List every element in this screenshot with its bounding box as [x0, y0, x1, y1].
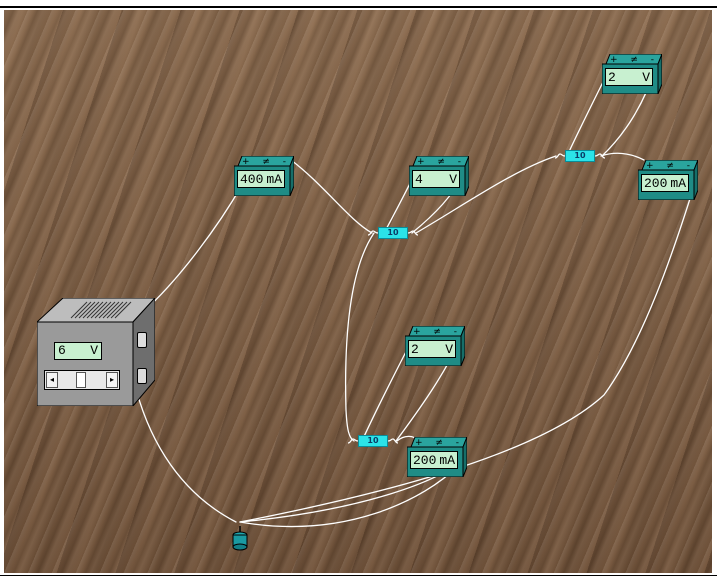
terminal-minus-jack[interactable]: [137, 368, 147, 384]
power-supply-body: [37, 298, 155, 406]
resistor-lead-right: [388, 438, 398, 444]
dc-symbol: ≠: [630, 55, 638, 65]
resistor-2[interactable]: 10: [555, 150, 607, 162]
meter-terminals: + ≠ -: [413, 327, 457, 337]
power-supply[interactable]: 6 V ◂ ▸: [37, 298, 155, 406]
meter-display: 2 V: [605, 68, 653, 86]
meter-unit: V: [642, 70, 650, 85]
meter-terminals: + ≠ -: [242, 157, 286, 167]
bottom-rule: [0, 575, 717, 576]
terminal-minus[interactable]: -: [282, 157, 286, 167]
meter-unit: V: [445, 342, 453, 357]
ammeter-bottom[interactable]: + ≠ - 200 mA: [407, 437, 467, 477]
resistor-body: 10: [358, 435, 388, 447]
meter-value: 400: [240, 172, 264, 187]
meter-terminals: + ≠ -: [646, 161, 690, 171]
meter-value: 200: [644, 176, 668, 191]
meter-terminals: + ≠ -: [610, 55, 654, 65]
resistor-lead-right: [595, 153, 605, 159]
resistor-lead-left: [348, 438, 358, 444]
terminal-minus[interactable]: -: [686, 161, 690, 171]
slider-right-arrow-icon[interactable]: ▸: [106, 372, 118, 388]
meter-display: 200 mA: [641, 174, 689, 192]
dc-symbol: ≠: [437, 157, 445, 167]
meter-display: 200 mA: [410, 451, 458, 469]
wire-ammeter-bottom-to-ground: [239, 464, 460, 528]
wires: [131, 65, 695, 528]
terminal-plus[interactable]: +: [610, 55, 618, 65]
circuit-workbench[interactable]: + ≠ - 400 mA + ≠ - 4 V +: [4, 10, 712, 573]
voltmeter-r1[interactable]: + ≠ - 4 V: [409, 156, 469, 196]
terminal-plus[interactable]: +: [413, 327, 421, 337]
wire-ammeter-to-r1: [290, 159, 373, 234]
dc-symbol: ≠: [435, 438, 443, 448]
wire-ammeter-right-to-ground: [239, 185, 695, 523]
resistor-body: 10: [378, 227, 408, 239]
meter-display: 400 mA: [237, 170, 285, 188]
wire-psu-to-ammeter: [141, 184, 243, 314]
voltage-slider[interactable]: ◂ ▸: [44, 370, 120, 390]
terminal-minus[interactable]: -: [455, 438, 459, 448]
meter-unit: mA: [266, 172, 282, 187]
terminal-minus[interactable]: -: [453, 327, 457, 337]
resistor-lead-left: [555, 153, 565, 159]
meter-display: 2 V: [408, 340, 456, 358]
meter-display: 4 V: [412, 170, 460, 188]
meter-terminals: + ≠ -: [417, 157, 461, 167]
terminal-minus[interactable]: -: [650, 55, 654, 65]
ammeter-top[interactable]: + ≠ - 400 mA: [234, 156, 294, 196]
dc-symbol: ≠: [262, 157, 270, 167]
terminal-plus[interactable]: +: [646, 161, 654, 171]
wire-r2-to-ammeter: [600, 152, 645, 161]
meter-value: 2: [608, 70, 616, 85]
resistor-lead-left: [368, 230, 378, 236]
meter-terminals: + ≠ -: [415, 438, 459, 448]
resistor-1[interactable]: 10: [368, 227, 420, 239]
slider-thumb[interactable]: [76, 372, 86, 388]
terminal-plus[interactable]: +: [415, 438, 423, 448]
ammeter-right[interactable]: + ≠ - 200 mA: [638, 160, 698, 200]
meter-value: 4: [415, 172, 423, 187]
resistor-lead-right: [408, 230, 418, 236]
resistor-body: 10: [565, 150, 595, 162]
dc-symbol: ≠: [433, 327, 441, 337]
ground-node-icon[interactable]: [229, 526, 251, 552]
meter-unit: mA: [670, 176, 686, 191]
psu-voltage-unit: V: [90, 343, 98, 358]
meter-unit: V: [449, 172, 457, 187]
resistor-3[interactable]: 10: [348, 435, 400, 447]
psu-display: 6 V: [54, 342, 102, 360]
meter-unit: mA: [439, 453, 455, 468]
wire-r1-to-r2: [415, 155, 557, 234]
psu-voltage-value: 6: [58, 343, 66, 358]
terminal-minus[interactable]: -: [457, 157, 461, 167]
voltmeter-r2[interactable]: + ≠ - 2 V: [602, 54, 662, 94]
dc-symbol: ≠: [666, 161, 674, 171]
meter-value: 2: [411, 342, 419, 357]
top-rule: [0, 6, 717, 8]
terminal-plus-jack[interactable]: [137, 332, 147, 348]
terminal-plus[interactable]: +: [417, 157, 425, 167]
wire-r1-to-r3: [344, 232, 375, 442]
terminal-plus[interactable]: +: [242, 157, 250, 167]
slider-left-arrow-icon[interactable]: ◂: [46, 372, 58, 388]
voltmeter-r3[interactable]: + ≠ - 2 V: [405, 326, 465, 366]
meter-value: 200: [413, 453, 437, 468]
